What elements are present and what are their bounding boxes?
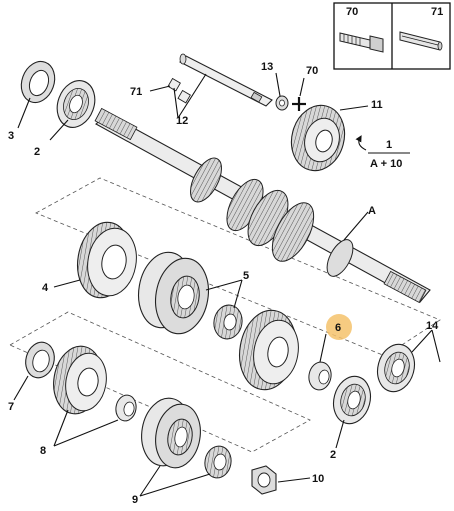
callout-11: 11 (371, 99, 383, 111)
callout-3: 3 (8, 130, 14, 142)
synchro-hub-9 (141, 397, 201, 469)
synchro-hub-5 (138, 251, 209, 335)
bearing-upper (56, 80, 96, 128)
callout-4: 4 (42, 282, 49, 294)
small-gear-5 (213, 304, 243, 340)
callout-5: 5 (243, 270, 249, 282)
sleeve-8 (115, 394, 137, 422)
bolt-icon (339, 32, 384, 53)
gear-11 (290, 104, 346, 172)
ring-7 (25, 341, 55, 379)
plus-icon (292, 97, 306, 111)
main-shaft (94, 107, 431, 304)
callout-13: 13 (261, 61, 273, 73)
callout-14: 14 (426, 320, 439, 332)
callout-8: 8 (40, 445, 46, 457)
formula-number: 1 (386, 139, 392, 151)
callout-12: 12 (176, 115, 188, 127)
pin-shaft (167, 53, 273, 107)
washer-13 (275, 95, 289, 111)
leader-lines (13, 72, 441, 497)
callout-70: 70 (306, 65, 318, 77)
formula-text: A + 10 (370, 158, 402, 170)
callout-7: 7 (8, 401, 14, 413)
legend-label-bolt: 70 (346, 6, 358, 18)
small-gear-9 (204, 445, 232, 479)
callout-9: 9 (132, 494, 138, 506)
callout-6: 6 (335, 322, 341, 334)
gear-8 (53, 345, 107, 415)
highlight-marker (326, 314, 352, 340)
nut-10 (251, 465, 277, 495)
callout-2-upper: 2 (34, 146, 40, 158)
callout-10: 10 (312, 473, 324, 485)
bearing-14 (376, 343, 416, 393)
callout-labels: 2 3 71 12 13 70 11 A 4 5 6 14 7 8 2 9 10 (8, 61, 439, 506)
callout-A: A (368, 205, 376, 217)
pin-icon (399, 31, 443, 51)
gear-4 (77, 221, 137, 299)
seal-ring (20, 60, 56, 104)
callout-2-lower: 2 (330, 449, 336, 461)
needle-bearing-6 (308, 361, 332, 391)
legend-box: 70 71 (333, 2, 451, 70)
callout-71: 71 (130, 86, 142, 98)
gear-6 (239, 309, 299, 391)
formula-label: 1 A + 10 (355, 135, 410, 170)
bearing-lower (332, 375, 372, 425)
legend-label-pin: 71 (431, 6, 443, 18)
